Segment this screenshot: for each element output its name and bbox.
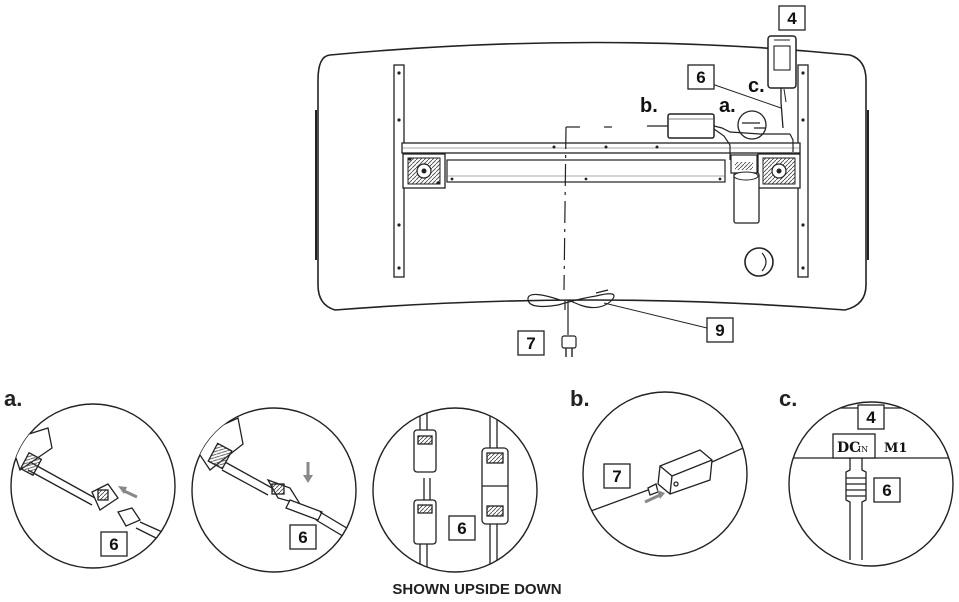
control-box	[730, 154, 760, 224]
marker-c: c.	[748, 75, 765, 97]
callout-9: 9	[706, 317, 734, 343]
callout-4-text: 4	[787, 9, 797, 28]
detail-a1: 6	[10, 403, 176, 569]
detail-a3-label: 6	[457, 519, 466, 538]
callout-4: 4	[778, 5, 806, 31]
marker-b: b.	[640, 95, 658, 117]
marker-a: a.	[719, 95, 736, 117]
detail-a2: 6	[191, 407, 357, 573]
detail-c-label-top: 4	[866, 408, 876, 427]
detail-c: 4 DC IN M1 6	[788, 401, 954, 567]
callout-7: 7	[517, 330, 545, 356]
port-dc-text: DC	[837, 440, 860, 456]
detail-c-label-bottom: 6	[882, 481, 891, 500]
callout-7-text: 7	[526, 334, 535, 353]
desk-top-view	[315, 35, 869, 357]
power-adapter	[667, 113, 715, 139]
caption-text: SHOWN UPSIDE DOWN	[392, 581, 561, 598]
section-b-label: b.	[570, 386, 590, 411]
left-motor-block	[402, 153, 446, 189]
detail-b-label: 7	[612, 467, 621, 486]
callout-9-text: 9	[715, 321, 724, 340]
cables	[527, 125, 794, 335]
detail-a2-label: 6	[298, 528, 307, 547]
section-c-label: c.	[779, 386, 797, 411]
crossbar	[401, 142, 801, 183]
detail-a3: 6	[372, 407, 538, 573]
callout-6-text: 6	[696, 68, 705, 87]
section-a-label: a.	[4, 386, 22, 411]
grommet-hole	[744, 247, 774, 277]
detail-b: 7	[582, 391, 748, 557]
handset	[767, 35, 797, 89]
detail-a1-label: 6	[109, 535, 118, 554]
callout-6: 6	[687, 64, 715, 90]
port-in-text: IN	[858, 445, 868, 454]
port-m1-text: M1	[884, 441, 907, 456]
right-motor-block	[757, 153, 801, 189]
mains-plug	[561, 335, 577, 357]
